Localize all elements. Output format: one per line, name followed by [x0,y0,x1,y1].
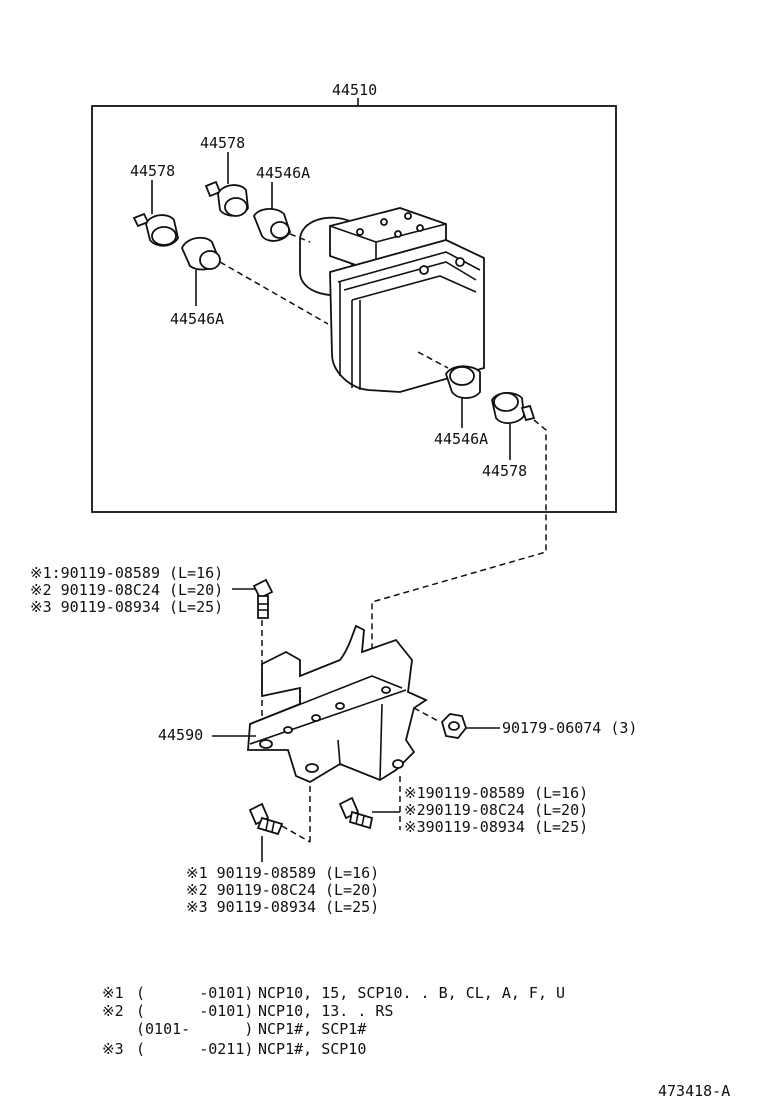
bolt-spec-top-left-1: ※1:90119-08589 (L=16) [30,564,223,582]
leader-seal-left [219,261,329,325]
bolt-spec-right-3: ※390119-08934 (L=25) [404,818,588,836]
bolt-spec-right-1: ※190119-08589 (L=16) [404,784,588,802]
plug-44578-bottom [491,392,536,424]
bracket-44590 [247,624,428,784]
note-range: (0101- ) [136,1020,253,1038]
note-range: ( -0101) [136,1002,253,1020]
label-44546a-bottom: 44546A [434,430,488,448]
seal-44546a-top [253,208,291,242]
bolt-spec-right-2: ※290119-08C24 (L=20) [404,801,588,819]
plug-44578-top [204,180,249,217]
diagram-id: 473418-A [658,1082,730,1100]
abs-actuator [299,207,485,393]
label-44578-top: 44578 [200,134,245,152]
plug-44578-left [132,212,179,247]
note-models: NCP1#, SCP1# [258,1020,366,1038]
note-mark: ※3 [102,1040,124,1058]
bolt-bottom-left [248,802,284,836]
applicability-notes: ※1 ( -0101) NCP10, 15, SCP10. . B, CL, A… [102,984,565,1058]
note-models: NCP10, 13. . RS [258,1002,393,1020]
leader-seal-top [289,233,311,243]
bolt-spec-top-left-2: ※2 90119-08C24 (L=20) [30,581,223,599]
nut-90179 [440,713,468,739]
label-44546a-left: 44546A [170,310,224,328]
leader-seal-bottom [417,351,449,369]
label-bracket: 44590 [158,726,203,744]
leader-actuator-to-bracket [371,419,547,696]
bolt-spec-bottom-2: ※2 90119-08C24 (L=20) [186,881,379,899]
bolt-spec-bottom-3: ※3 90119-08934 (L=25) [186,898,379,916]
bolt-spec-top-left-3: ※3 90119-08934 (L=25) [30,598,223,616]
bolt-bottom-right [338,796,374,830]
seal-44546a-left [181,236,222,271]
label-44546a-top: 44546A [256,164,310,182]
bolt-spec-bottom-1: ※1 90119-08589 (L=16) [186,864,379,882]
note-models: NCP1#, SCP10 [258,1040,366,1058]
note-mark: ※1 [102,984,124,1002]
note-mark: ※2 [102,1002,124,1020]
label-44578-bottom: 44578 [482,462,527,480]
note-range: ( -0101) [136,984,253,1002]
label-44578-left: 44578 [130,162,175,180]
label-nut: 90179-06074 (3) [502,719,637,737]
seal-44546a-bottom [445,365,481,399]
assembly-number-label: 44510 [332,81,377,99]
bolt-top-left [252,578,274,619]
note-range: ( -0211) [136,1040,253,1058]
note-models: NCP10, 15, SCP10. . B, CL, A, F, U [258,984,565,1002]
assembly-frame [91,105,617,513]
